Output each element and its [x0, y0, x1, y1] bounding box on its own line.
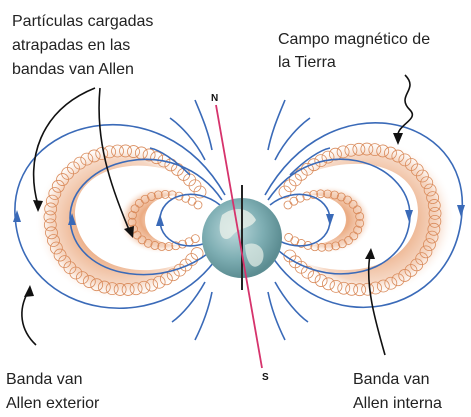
spiral-loop [284, 201, 292, 209]
spiral-loop [188, 197, 196, 205]
south-pole-label: S [262, 372, 269, 383]
spiral-loop [290, 197, 298, 205]
spiral-loop [285, 233, 293, 241]
inner-belt-label: Banda van Allen interna [353, 371, 442, 412]
earth-field-label: Campo magnético de la Tierra [278, 31, 435, 71]
outer-belt-label: Banda van Allen exterior [6, 371, 100, 412]
spiral-loop [191, 235, 199, 243]
trapped-particles-label: Partículas cargadas atrapadas en las ban… [12, 13, 158, 78]
spiral-loop [194, 201, 202, 209]
north-pole-label: N [211, 93, 218, 104]
